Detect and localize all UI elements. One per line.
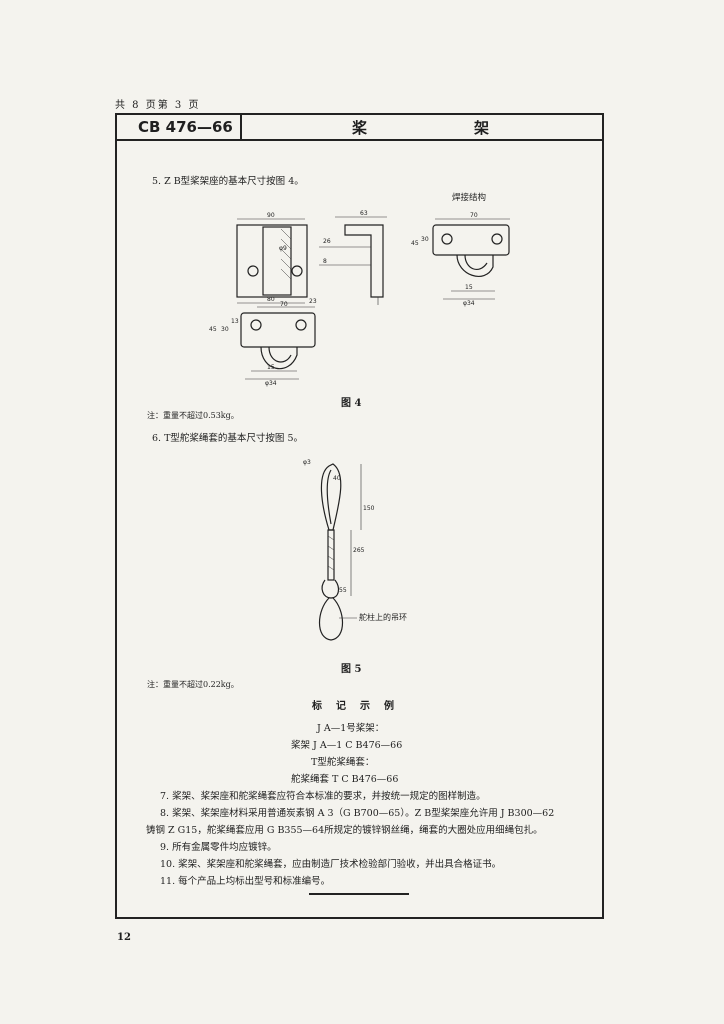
standard-number: CB 476—66 (138, 118, 233, 136)
dim-90: 90 (267, 212, 275, 219)
dim-63: 63 (360, 210, 368, 217)
title-right-char: 架 (474, 119, 490, 137)
dim-23-front: 23 (309, 298, 317, 305)
figure-4-drawing: 90 φ9 80 23 63 26 8 70 15 φ34 (209, 210, 510, 387)
item-8-line-2: 铸钢 Z G15，舵桨绳套应用 G B355—64所规定的镀锌钢丝绳，绳套的大圈… (146, 825, 543, 836)
top-view: 70 15 φ34 45 30 13 (209, 301, 316, 387)
dim-15-top: 15 (267, 364, 275, 371)
dim-55: 55 (339, 587, 347, 594)
side-view: 63 26 8 (319, 210, 387, 305)
dim-13-top: 13 (231, 318, 239, 325)
figure-5-caption: 图 5 (341, 664, 362, 675)
dim-265: 265 (353, 547, 365, 554)
dim-150: 150 (363, 505, 375, 512)
figure-4-caption: 图 4 (341, 398, 362, 409)
dim-70-weld: 70 (470, 212, 478, 219)
figure-4-note: 注：重量不超过0.53kg。 (147, 411, 239, 420)
marking-example-title: 标记示例 (312, 701, 408, 712)
item-11: 11. 每个产品上均标出型号和标准编号。 (160, 876, 331, 887)
dim-phi34-top: φ34 (265, 380, 277, 387)
page-frame (115, 113, 604, 919)
item-5: 5. Z B型桨架座的基本尺寸按图 4。 (152, 176, 304, 187)
marking-line-1: J A—1号桨架： (317, 723, 385, 734)
dim-26: 26 (323, 238, 331, 245)
item-6: 6. T型舵桨绳套的基本尺寸按图 5。 (152, 433, 303, 444)
dim-80: 80 (267, 296, 275, 303)
marking-line-3: T型舵桨绳套： (311, 757, 375, 768)
item-7: 7. 桨架、桨架座和舵桨绳套应符合本标准的要求，并按统一规定的图样制造。 (160, 791, 486, 802)
dim-30-top: 30 (221, 326, 229, 333)
weld-structure-label: 焊接结构 (452, 193, 487, 203)
dim-45-top: 45 (209, 326, 217, 333)
front-view: 90 φ9 80 23 (236, 212, 317, 305)
figure-5-callout: 舵柱上的吊环 (359, 613, 407, 622)
title-left-char: 桨 (352, 119, 372, 137)
header-divider (240, 113, 242, 141)
dim-40: 40 (333, 475, 341, 482)
figure-5-drawing: φ3 40 150 265 55 (303, 459, 375, 641)
item-8-line-1: 8. 桨架、桨架座材料采用普通炭素钢 A 3（G B700—65）。Z B型桨架… (160, 808, 555, 819)
dim-45-weld: 45 (411, 240, 419, 247)
item-10: 10. 桨架、桨架座和舵桨绳套，应由制造厂技术检验部门验收，并出具合格证书。 (160, 859, 502, 870)
dim-phi34-weld: φ34 (463, 300, 475, 307)
header-band (115, 113, 604, 141)
page-number: 12 (117, 932, 131, 943)
dim-15-weld: 15 (465, 284, 473, 291)
dim-phi9: φ9 (279, 245, 287, 252)
marking-line-4: 舵桨绳套 T C B476—66 (291, 774, 399, 785)
dim-8: 8 (323, 258, 327, 265)
dim-70-top: 70 (280, 301, 288, 308)
page-header-line: 共 8 页第 3 页 (115, 100, 201, 111)
welded-structure-view: 70 15 φ34 45 30 (411, 212, 510, 307)
dim-phi3: φ3 (303, 459, 311, 466)
dim-30-weld: 30 (421, 236, 429, 243)
figure-5-note: 注：重量不超过0.22kg。 (147, 680, 239, 689)
item-9: 9. 所有金属零件均应镀锌。 (160, 842, 277, 853)
marking-line-2: 桨架 J A—1 C B476—66 (291, 740, 403, 751)
end-rule (309, 893, 409, 895)
